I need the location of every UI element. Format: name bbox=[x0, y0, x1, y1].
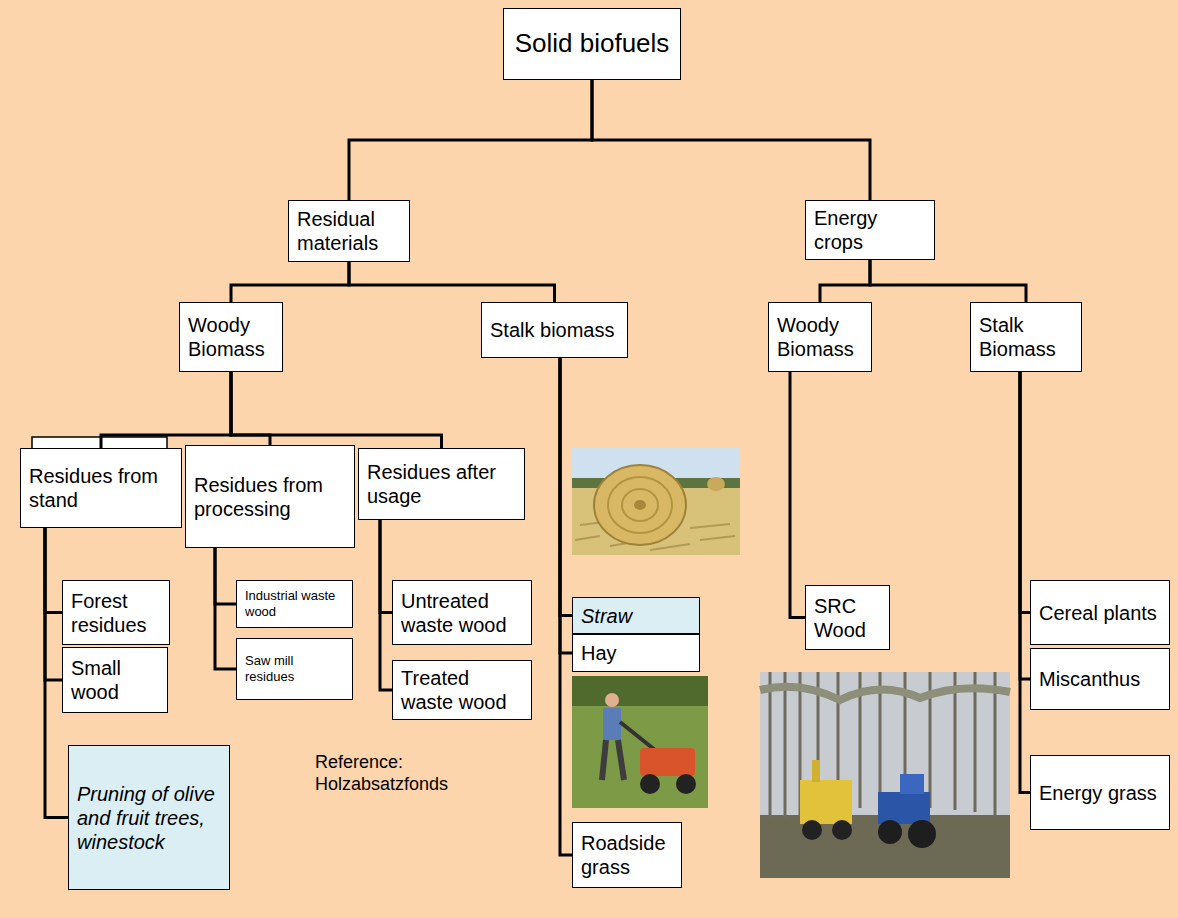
biofuel-box: Residues from stand bbox=[20, 448, 182, 528]
tree-connector bbox=[592, 80, 870, 200]
box-text: Pruning of olive and fruit trees, winest… bbox=[77, 782, 221, 854]
photo-bale bbox=[594, 465, 686, 545]
box-text: Residues after usage bbox=[367, 460, 516, 508]
box-text: Stalk biomass bbox=[490, 318, 619, 342]
tree-connector bbox=[870, 260, 1026, 302]
photo-cab bbox=[900, 774, 924, 794]
photo-sky bbox=[572, 447, 740, 555]
tree-connector bbox=[349, 262, 555, 302]
box-text: Small wood bbox=[71, 656, 159, 704]
biofuel-box: Hay bbox=[572, 634, 700, 672]
biofuel-box: Straw bbox=[572, 597, 700, 634]
biofuel-box: Small wood bbox=[62, 647, 168, 713]
box-text: Residues from stand bbox=[29, 464, 173, 512]
tree-connector bbox=[820, 260, 870, 302]
tree-connector bbox=[45, 528, 62, 613]
box-text: SRC Wood bbox=[814, 594, 881, 642]
biofuel-box: Treated waste wood bbox=[392, 660, 532, 720]
biofuel-box: Pruning of olive and fruit trees, winest… bbox=[68, 745, 230, 890]
biofuel-box: SRC Wood bbox=[805, 585, 890, 650]
photo-mower bbox=[640, 748, 695, 776]
box-text: Woody Biomass bbox=[777, 313, 863, 361]
box-text: Straw bbox=[581, 604, 691, 628]
reference-note: Reference: Holzabsatzfonds bbox=[315, 752, 465, 795]
biofuel-box: Untreated waste wood bbox=[392, 580, 532, 645]
box-text: Treated waste wood bbox=[401, 666, 523, 714]
biofuel-box: Energy grass bbox=[1030, 755, 1170, 830]
photo-bale-core bbox=[634, 500, 646, 510]
box-text: Saw mill residues bbox=[245, 653, 344, 684]
box-text: Cereal plants bbox=[1039, 601, 1161, 625]
mower-photo bbox=[572, 676, 708, 808]
photo-legs bbox=[602, 740, 624, 780]
biofuel-box: Solid biofuels bbox=[503, 8, 681, 80]
box-text: Forest residues bbox=[71, 589, 161, 637]
photo-handle bbox=[620, 722, 655, 750]
biofuel-box: Residues after usage bbox=[358, 448, 525, 520]
photo-bale-ring bbox=[608, 477, 672, 533]
photo-head bbox=[605, 693, 619, 707]
photo-ground bbox=[760, 815, 1010, 878]
photo-body bbox=[603, 708, 621, 740]
photo-distant-bale bbox=[707, 477, 725, 491]
box-text: Untreated waste wood bbox=[401, 589, 523, 637]
photo-wheel bbox=[878, 820, 902, 844]
photo-foliage bbox=[760, 687, 1010, 700]
box-text: Roadside grass bbox=[581, 831, 673, 879]
tree-connector bbox=[560, 358, 572, 653]
biofuel-box: Stalk Biomass bbox=[970, 302, 1082, 372]
box-text: Energy grass bbox=[1039, 781, 1161, 805]
box-text: Miscanthus bbox=[1039, 667, 1161, 691]
biofuel-box: Woody Biomass bbox=[768, 302, 872, 372]
biofuel-box: Roadside grass bbox=[572, 822, 682, 888]
biofuel-box: Residues from processing bbox=[185, 445, 355, 548]
biofuel-box: Industrial waste wood bbox=[236, 580, 353, 628]
tree-connector bbox=[215, 548, 236, 604]
straw-bale-photo bbox=[572, 447, 740, 555]
src-harvest-photo bbox=[760, 672, 1010, 878]
tree-connector bbox=[215, 548, 236, 669]
box-text: Stalk Biomass bbox=[979, 313, 1073, 361]
biofuel-box: Forest residues bbox=[62, 580, 170, 645]
photo-bale-ring bbox=[622, 489, 658, 521]
photo-tractor bbox=[878, 792, 930, 824]
biofuel-box: Cereal plants bbox=[1030, 580, 1170, 645]
tree-connector bbox=[231, 372, 442, 448]
biofuel-box: Stalk biomass bbox=[481, 302, 628, 358]
photo-wheel bbox=[832, 820, 852, 840]
box-text: Energy crops bbox=[814, 206, 926, 254]
biofuel-box: Saw mill residues bbox=[236, 638, 353, 700]
photo-wheel bbox=[676, 774, 696, 794]
tree-connector bbox=[560, 358, 572, 616]
tree-connector bbox=[231, 262, 349, 302]
photo-wheel bbox=[802, 820, 822, 840]
biofuel-box: Energy crops bbox=[805, 200, 935, 260]
box-text: Industrial waste wood bbox=[245, 588, 344, 619]
biofuel-box: Woody Biomass bbox=[179, 302, 283, 372]
tree-connector bbox=[380, 520, 392, 690]
tree-connector bbox=[349, 80, 592, 200]
tree-connector bbox=[790, 372, 805, 618]
biofuel-box: Residual materials bbox=[288, 200, 410, 262]
photo-wheel bbox=[908, 820, 936, 848]
box-text: Residues from processing bbox=[194, 473, 346, 521]
photo-grass bbox=[572, 676, 708, 808]
photo-harvester bbox=[800, 780, 852, 824]
tree-connector bbox=[1020, 372, 1030, 793]
tree-connector bbox=[101, 372, 231, 448]
photo-wheel bbox=[640, 774, 660, 794]
photo-sky bbox=[760, 672, 1010, 878]
photo-trees bbox=[572, 676, 708, 706]
box-text: Solid biofuels bbox=[512, 28, 672, 59]
box-text: Hay bbox=[581, 641, 691, 665]
box-text: Woody Biomass bbox=[188, 313, 274, 361]
tree-connector bbox=[45, 528, 62, 680]
box-text: Residual materials bbox=[297, 207, 401, 255]
tree-connector bbox=[380, 520, 392, 613]
biofuel-box: Miscanthus bbox=[1030, 648, 1170, 710]
tree-connector bbox=[560, 358, 572, 855]
photo-chute bbox=[812, 760, 820, 782]
